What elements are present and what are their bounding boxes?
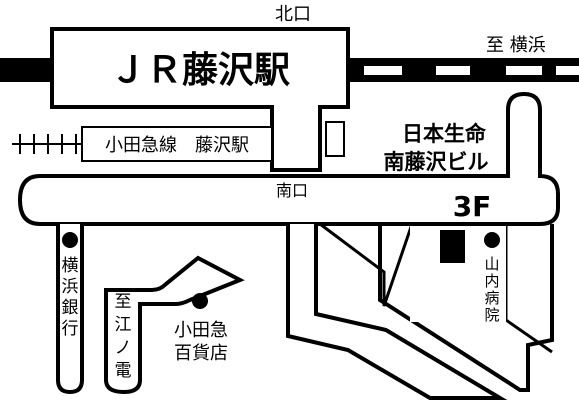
odakyu-dept-line2: 百貨店 xyxy=(174,343,228,364)
nissay-building-marker xyxy=(440,230,465,263)
svg-text:電: 電 xyxy=(115,361,132,381)
svg-text:行: 行 xyxy=(62,319,79,339)
svg-text:ノ: ノ xyxy=(115,338,132,358)
svg-text:浜: 浜 xyxy=(62,277,79,297)
svg-text:至: 至 xyxy=(115,292,132,312)
jr-station-building xyxy=(50,27,350,172)
to-enoden-label: 至 江 ノ 電 xyxy=(115,292,132,381)
main-road xyxy=(17,91,560,226)
svg-text:銀: 銀 xyxy=(62,298,79,318)
jr-station-label: ＪＲ藤沢駅 xyxy=(110,50,290,91)
north-exit-label: 北口 xyxy=(275,4,311,25)
to-yokohama-label: 至 横浜 xyxy=(486,35,546,56)
yokohama-bank-label: 横 浜 銀 行 xyxy=(62,256,79,339)
enoden-road xyxy=(104,255,245,395)
svg-text:江: 江 xyxy=(115,315,132,335)
odakyu-dept-line1: 小田急 xyxy=(174,320,228,341)
right-road-inner xyxy=(504,224,553,354)
odakyu-railway-track xyxy=(12,126,273,162)
svg-text:横: 横 xyxy=(62,256,79,276)
odakyu-station-label: 小田急線 藤沢駅 xyxy=(105,135,249,156)
svg-text:内: 内 xyxy=(484,272,499,290)
svg-text:病: 病 xyxy=(484,289,499,307)
odakyu-dept-dot xyxy=(192,293,208,309)
building-name-line1: 日本生命 xyxy=(402,122,487,146)
right-road xyxy=(378,224,554,392)
svg-text:院: 院 xyxy=(484,306,499,324)
left-road xyxy=(56,224,84,395)
yokohama-bank-dot xyxy=(62,232,78,248)
building-name-line2: 南藤沢ビル xyxy=(384,150,489,174)
svg-text:山: 山 xyxy=(484,255,499,273)
diagonal-road-branch xyxy=(319,222,414,307)
diagonal-road xyxy=(286,224,508,400)
yamauchi-hospital-label: 山 内 病 院 xyxy=(484,255,499,324)
south-exit-label: 南口 xyxy=(276,181,308,200)
floor-label: 3F xyxy=(453,190,492,223)
yamauchi-hospital-dot xyxy=(484,232,500,248)
